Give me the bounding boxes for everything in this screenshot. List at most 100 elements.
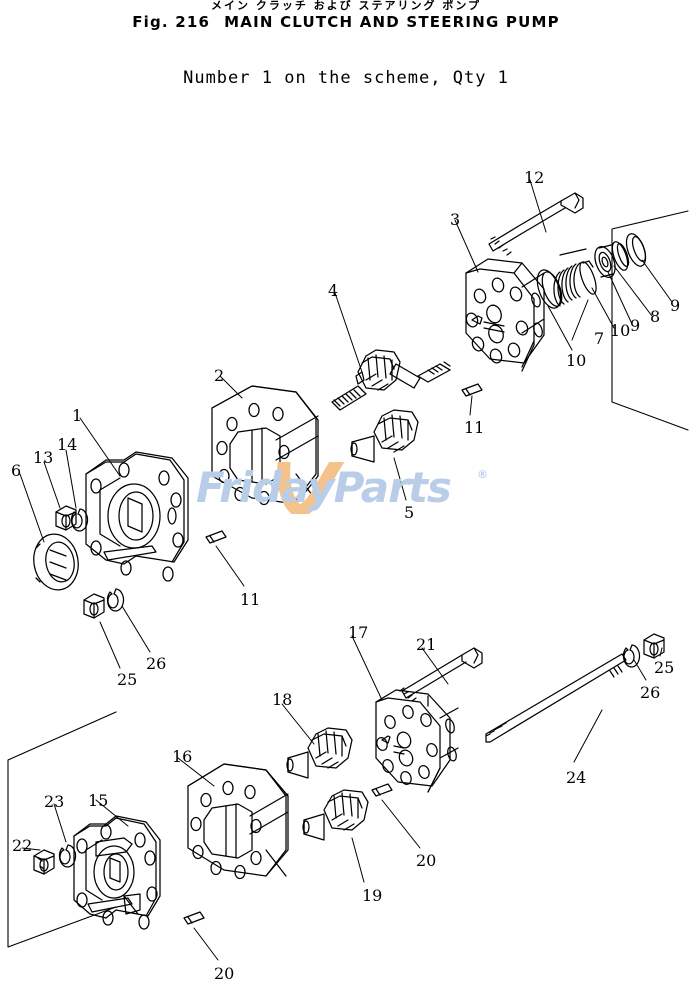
part-15-lower-front-housing — [73, 815, 161, 930]
callout-number-11: 11 — [464, 418, 485, 437]
part-25a-nut — [83, 593, 105, 619]
callout-number-11: 11 — [240, 590, 261, 609]
leader-26a — [121, 605, 151, 653]
part-11b-dowel-pin — [205, 530, 227, 544]
leader-25a — [99, 621, 121, 669]
part-13-nut — [55, 505, 77, 531]
part-1-front-housing — [85, 451, 189, 582]
callout-number-2: 2 — [214, 366, 225, 385]
part-11a-dowel-pin — [461, 383, 483, 397]
callout-number-1: 1 — [72, 406, 83, 425]
part-9b-washer — [625, 233, 647, 267]
part-21-bolt — [399, 647, 483, 702]
part-18-lower-drive-gear — [286, 727, 353, 779]
callout-number-20: 20 — [214, 964, 235, 983]
callout-number-8: 8 — [650, 307, 661, 326]
leader-15 — [95, 799, 129, 827]
callout-number-20: 20 — [416, 851, 437, 870]
leader-1 — [79, 417, 121, 477]
figure-heading: Fig. 216 MAIN CLUTCH AND STEERING PUMP — [0, 13, 692, 31]
part-4-drive-gear-shaft — [331, 349, 451, 411]
callout-number-6: 6 — [11, 461, 22, 480]
part-26a-lock-washer — [106, 588, 125, 612]
leader-4 — [333, 289, 363, 373]
leader-14 — [65, 449, 77, 509]
leader-23 — [53, 803, 67, 843]
part-16-lower-center-plate — [187, 763, 289, 880]
part-20a-dowel-pin — [371, 783, 393, 797]
leader-22 — [21, 847, 41, 851]
leader-26b — [633, 659, 647, 681]
japanese-title: メイン クラッチ および ステアリング ポンプ — [211, 0, 481, 11]
callout-number-17: 17 — [348, 623, 369, 642]
callout-number-26: 26 — [146, 654, 167, 673]
part-6-oil-seal — [33, 533, 79, 591]
leader-9b — [607, 271, 633, 325]
callout-number-24: 24 — [566, 768, 587, 787]
part-22-nut — [33, 849, 55, 875]
leader-6 — [19, 473, 45, 543]
callout-number-23: 23 — [44, 792, 65, 811]
part-23-lock-washer — [58, 844, 77, 868]
leader-10b — [591, 287, 615, 329]
leader-20b — [193, 927, 219, 961]
part-25b-nut — [643, 633, 665, 659]
callout-number-21: 21 — [416, 635, 437, 654]
part-8-valve-plug — [594, 244, 616, 278]
callout-number-16: 16 — [172, 747, 193, 766]
part-12-bolt — [488, 192, 584, 256]
callout-number-25: 25 — [654, 658, 675, 677]
callout-number-5: 5 — [404, 503, 415, 522]
leader-20a — [381, 799, 421, 849]
leader-17 — [351, 635, 383, 701]
leader-9a — [641, 259, 673, 303]
leader-10a — [547, 305, 573, 351]
leader-24 — [573, 709, 603, 763]
part-17-lower-rear-cover — [375, 689, 459, 793]
callout-number-26: 26 — [640, 683, 661, 702]
callout-number-15: 15 — [88, 791, 109, 810]
part-19-lower-driven-gear — [302, 789, 369, 841]
part-14-lock-washer — [70, 508, 89, 532]
part-2-center-plate — [211, 385, 319, 506]
part-3-rear-cover — [465, 258, 545, 372]
callout-number-7: 7 — [594, 329, 605, 348]
callout-number-19: 19 — [362, 886, 383, 905]
callout-number-3: 3 — [450, 210, 461, 229]
part-9a-washer — [611, 241, 630, 271]
callout-number-25: 25 — [117, 670, 138, 689]
leader-7 — [571, 299, 589, 341]
leader-19 — [351, 837, 365, 883]
callout-number-12: 12 — [524, 168, 545, 187]
callout-number-13: 13 — [33, 448, 54, 467]
subtitle-scheme-qty: Number 1 on the scheme, Qty 1 — [183, 68, 509, 88]
callout-number-18: 18 — [272, 690, 293, 709]
upper-right-frame-bracket — [611, 210, 689, 431]
part-24-long-stud — [485, 653, 627, 743]
callout-number-10: 10 — [610, 321, 631, 340]
callout-number-4: 4 — [328, 281, 339, 300]
callout-number-10: 10 — [566, 351, 587, 370]
callout-number-22: 22 — [12, 836, 33, 855]
figure-title: MAIN CLUTCH AND STEERING PUMP — [224, 13, 560, 31]
leader-2 — [219, 375, 243, 399]
callout-number-9: 9 — [670, 296, 681, 315]
part-7-spring — [553, 248, 587, 307]
leader-21 — [421, 647, 449, 685]
part-20b-dowel-pin — [183, 911, 205, 925]
leader-11a — [469, 395, 473, 416]
leader-3 — [454, 219, 479, 273]
part-10b-o-ring — [579, 260, 597, 295]
leader-12 — [529, 179, 547, 233]
callout-number-9: 9 — [630, 316, 641, 335]
part-26b-lock-washer — [622, 644, 641, 668]
part-5-driven-gear — [350, 409, 419, 463]
leader-16 — [177, 757, 215, 787]
leader-18 — [281, 703, 315, 745]
callout-number-14: 14 — [57, 435, 78, 454]
leader-5 — [393, 457, 407, 501]
figure-number: Fig. 216 — [132, 13, 211, 31]
lower-left-frame-bracket — [7, 711, 117, 948]
